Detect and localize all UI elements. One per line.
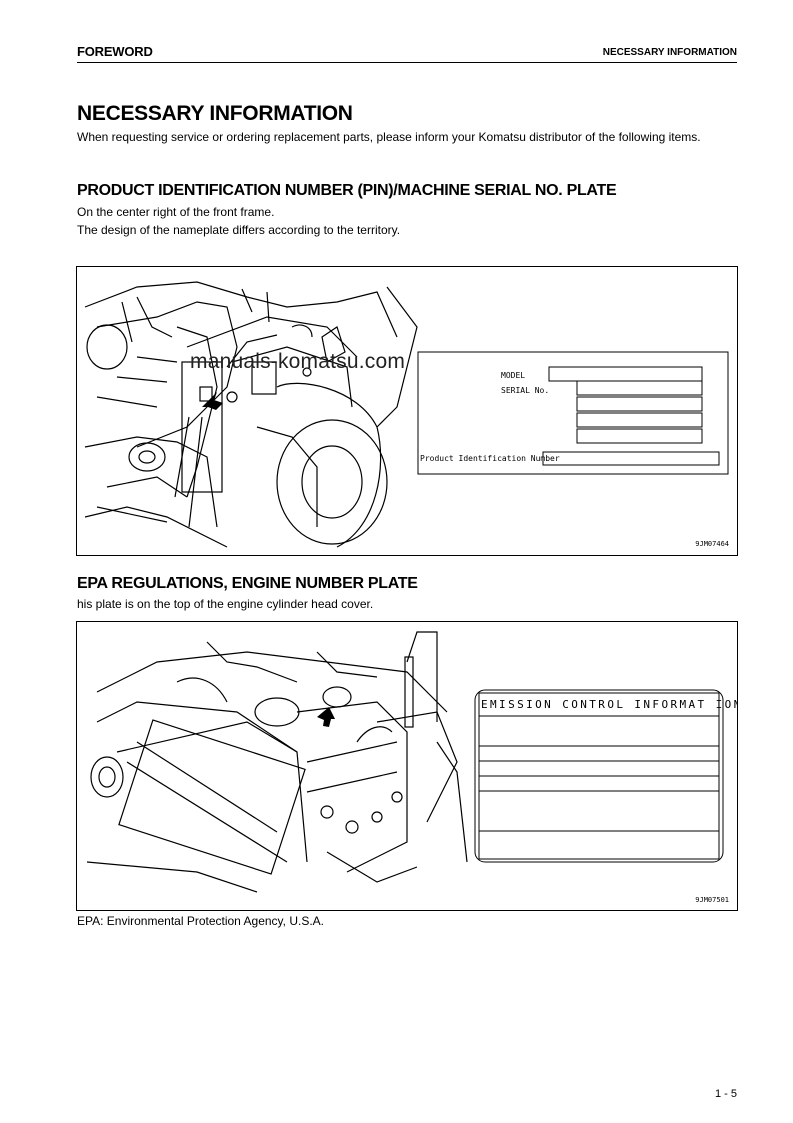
section-epa-location: his plate is on the top of the engine cy… — [77, 597, 374, 611]
header-right: NECESSARY INFORMATION — [602, 47, 737, 58]
watermark: manuals-komatsu.com — [190, 350, 406, 373]
plate-pin-label: Product Identification Number — [420, 454, 560, 463]
engine-illustration: EMISSION CONTROL INFORMAT ION — [86, 631, 737, 893]
plate-model-label: MODEL — [501, 371, 525, 380]
intro-paragraph: When requesting service or ordering repl… — [77, 130, 701, 144]
front-frame-illustration: MODEL SERIAL No. Product Identification … — [84, 281, 729, 548]
section-pin-design-note: The design of the nameplate differs acco… — [77, 223, 401, 237]
epa-figure: EMISSION CONTROL INFORMAT ION 9JM07501 — [76, 621, 738, 911]
pin-figure: MODEL SERIAL No. Product Identification … — [76, 266, 738, 556]
page-number: 1 - 5 — [714, 1088, 737, 1100]
header-rule — [77, 62, 737, 63]
page-title: NECESSARY INFORMATION — [77, 102, 353, 125]
plate-serial-label: SERIAL No. — [501, 386, 549, 395]
section-pin-heading: PRODUCT IDENTIFICATION NUMBER (PIN)/MACH… — [77, 182, 617, 199]
figure-code-2: 9JM07501 — [695, 896, 729, 904]
epa-note: EPA: Environmental Protection Agency, U.… — [77, 914, 325, 928]
section-epa-heading: EPA REGULATIONS, ENGINE NUMBER PLATE — [77, 575, 418, 592]
emission-plate-title: EMISSION CONTROL INFORMAT ION — [481, 698, 737, 711]
figure-code: 9JM07464 — [695, 540, 729, 548]
header-left: FOREWORD — [77, 44, 153, 59]
section-pin-location: On the center right of the front frame. — [77, 205, 275, 219]
